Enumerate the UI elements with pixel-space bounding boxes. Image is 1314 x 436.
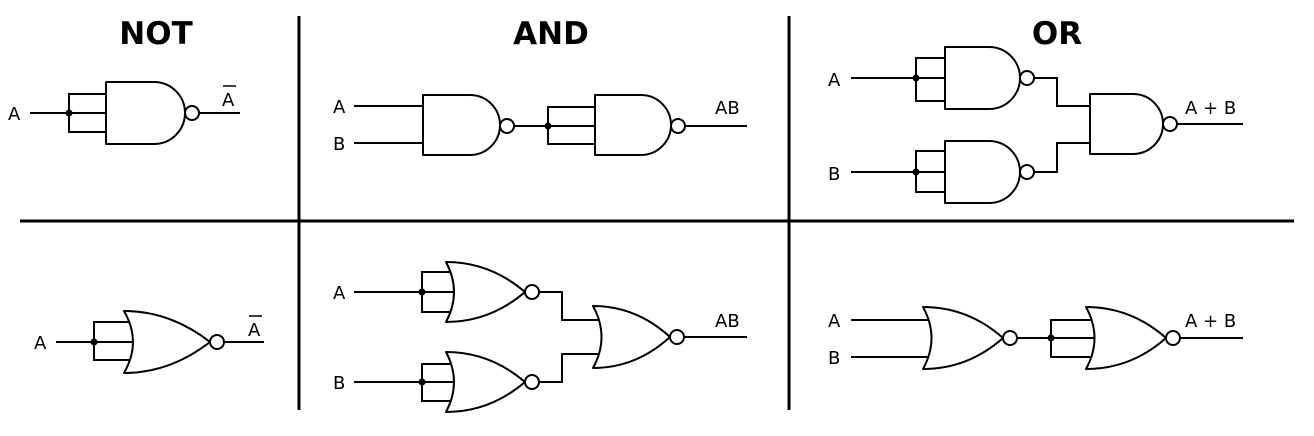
nor-or-circuit: A B A + B	[828, 306, 1243, 370]
nand-or-output: A + B	[1185, 98, 1236, 119]
header-or: OR	[1032, 16, 1082, 52]
header-and: AND	[513, 16, 589, 52]
nand-gate	[594, 94, 672, 156]
header-not: NOT	[119, 16, 192, 52]
nand-and-input-a: A	[333, 97, 346, 118]
nor-gate	[445, 351, 526, 413]
nor-and-output: AB	[715, 311, 740, 332]
inversion-bubble	[1019, 164, 1035, 180]
inversion-bubble	[209, 334, 225, 350]
nor-not-circuit: A A	[34, 310, 264, 374]
inversion-bubble	[499, 118, 515, 134]
nand-not-input-a: A	[8, 104, 21, 125]
nor-or-output: A + B	[1185, 311, 1236, 332]
nor-gate	[592, 305, 671, 369]
nor-gate	[1085, 306, 1167, 370]
inversion-bubble	[184, 105, 200, 121]
nand-gate	[105, 81, 186, 145]
nor-and-input-a: A	[333, 283, 346, 304]
nor-or-input-b: B	[828, 348, 840, 369]
nor-or-input-a: A	[828, 311, 841, 332]
nand-or-circuit: A B A + B	[828, 46, 1243, 204]
nor-and-input-b: B	[333, 373, 345, 394]
nor-gate	[123, 310, 211, 374]
inversion-bubble	[524, 374, 540, 390]
nor-not-output: A	[248, 320, 261, 341]
nand-not-circuit: A A	[8, 81, 240, 145]
nand-gate	[944, 46, 1021, 110]
inversion-bubble	[1165, 330, 1181, 346]
nand-and-output: AB	[715, 98, 740, 119]
inversion-bubble	[669, 329, 685, 345]
nor-and-circuit: A B AB	[333, 261, 747, 413]
nand-or-input-a: A	[828, 70, 841, 91]
inversion-bubble	[1162, 116, 1178, 132]
inversion-bubble	[1019, 70, 1035, 86]
inversion-bubble	[670, 118, 686, 134]
inversion-bubble	[1002, 330, 1018, 346]
nand-not-output: A	[222, 90, 235, 111]
nand-and-circuit: A B AB	[333, 94, 747, 156]
nand-and-input-b: B	[333, 134, 345, 155]
nand-gate	[1089, 93, 1164, 155]
nand-gate	[944, 140, 1021, 204]
nand-or-input-b: B	[828, 164, 840, 185]
inversion-bubble	[524, 284, 540, 300]
nor-not-input-a: A	[34, 333, 47, 354]
nor-gate	[445, 261, 526, 323]
nand-gate	[422, 94, 501, 156]
nor-gate	[922, 306, 1004, 370]
